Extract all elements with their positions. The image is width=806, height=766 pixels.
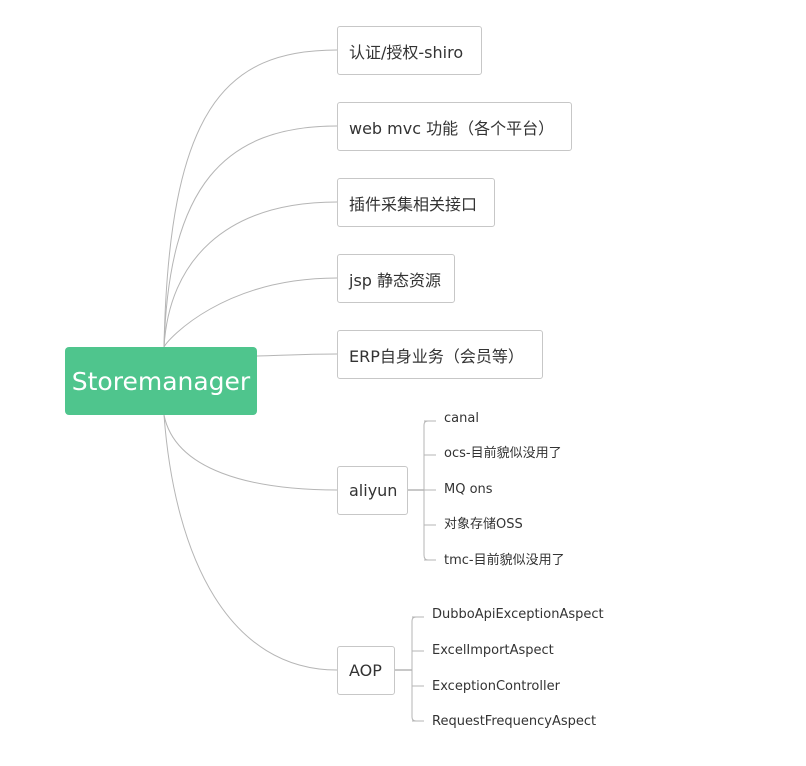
topic-aliyun[interactable]: aliyun bbox=[337, 466, 408, 515]
aliyun-child-oss[interactable]: 对象存储OSS bbox=[444, 517, 523, 532]
topic-erp-business[interactable]: ERP自身业务（会员等） bbox=[337, 330, 543, 379]
link-plugin-api bbox=[163, 201, 338, 348]
aliyun-child-ocs[interactable]: ocs-目前貌似没用了 bbox=[444, 446, 562, 461]
link-auth-shiro bbox=[163, 49, 338, 348]
topic-jsp-static[interactable]: jsp 静态资源 bbox=[337, 254, 455, 303]
link-aliyun bbox=[163, 414, 338, 491]
aop-child-request-frequency-aspect[interactable]: RequestFrequencyAspect bbox=[432, 714, 597, 729]
root-node-storemanager[interactable]: Storemanager bbox=[65, 347, 257, 415]
link-aop-bracket bbox=[411, 616, 417, 722]
topic-auth-shiro[interactable]: 认证/授权-shiro bbox=[337, 26, 482, 75]
link-aop bbox=[163, 414, 338, 671]
link-jsp-static bbox=[163, 277, 338, 348]
link-erp-business bbox=[256, 353, 338, 357]
aop-child-dubbo-api-exception-aspect[interactable]: DubboApiExceptionAspect bbox=[432, 607, 604, 622]
aop-child-exception-controller[interactable]: ExceptionController bbox=[432, 679, 560, 694]
aop-child-excel-import-aspect[interactable]: ExcelImportAspect bbox=[432, 643, 554, 658]
topic-aop[interactable]: AOP bbox=[337, 646, 395, 695]
aliyun-child-mq-ons[interactable]: MQ ons bbox=[444, 482, 493, 497]
aliyun-child-tmc[interactable]: tmc-目前貌似没用了 bbox=[444, 553, 565, 568]
aliyun-child-canal[interactable]: canal bbox=[444, 411, 479, 426]
link-web-mvc bbox=[163, 125, 338, 348]
topic-web-mvc[interactable]: web mvc 功能（各个平台） bbox=[337, 102, 572, 151]
topic-plugin-collection-api[interactable]: 插件采集相关接口 bbox=[337, 178, 495, 227]
link-aliyun-bracket bbox=[423, 420, 429, 561]
